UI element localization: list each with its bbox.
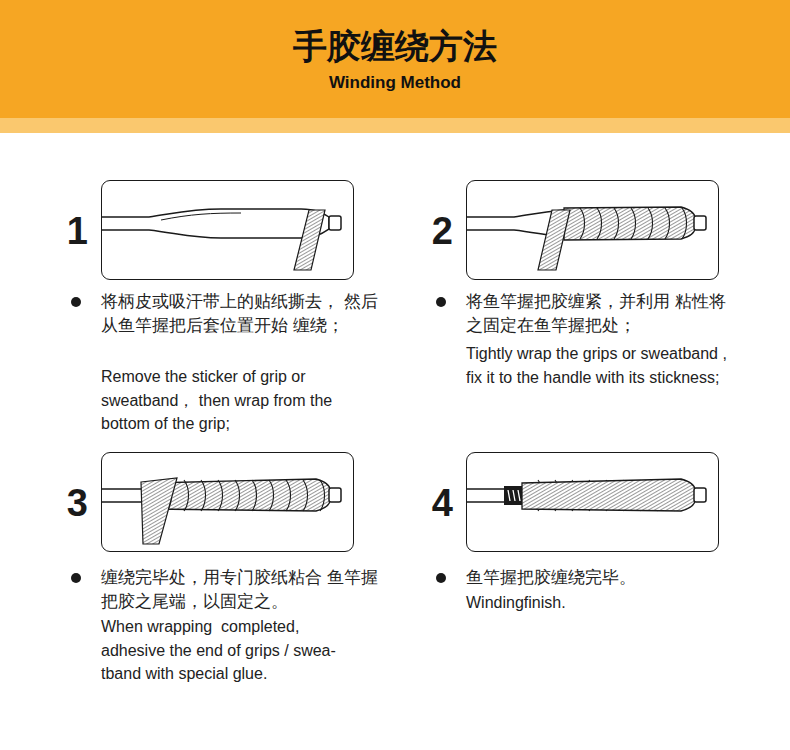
step-number: 2 [432,210,453,253]
step-text-zh: 将鱼竿握把胶缠紧，并利用 粘性将之固定在鱼竿握把处； [466,290,728,338]
wrap-segments [167,480,325,511]
step-text-en: Remove the sticker of grip or sweatband，… [101,365,363,436]
wrap-segments [580,208,687,239]
step-number: 4 [432,482,453,525]
step-text-en: When wrapping completed, adhesive the en… [101,615,363,686]
step-text-zh: 缠绕完毕处，用专门胶纸粘合 鱼竿握把胶之尾端，以固定之。 [101,566,393,614]
step-number: 3 [67,482,88,525]
page-subtitle: Winding Method [0,73,790,93]
step-text-zh: 鱼竿握把胶缠绕完毕。 [466,566,728,590]
header-stripe [0,118,790,133]
step-text-en: Windingfinish. [466,591,728,615]
step-text-en: Tightly wrap the grips or sweatband , fi… [466,342,736,389]
bullet-dots [71,297,446,583]
step-panel: 3 [101,452,354,552]
rod-handle-finished [466,479,706,511]
page-title: 手胶缠绕方法 [0,24,790,68]
step-panel: 1 [101,180,354,280]
step-panel: 4 [466,452,719,552]
rod-handle-half-wrapped [466,207,706,270]
step-number: 1 [67,210,88,253]
rod-handle-wrapped [101,478,341,544]
step-panel: 2 [466,180,719,280]
step-text-zh: 将柄皮或吸汗带上的贴纸撕去， 然后从鱼竿握把后套位置开始 缠绕； [101,290,393,338]
rod-handle-plain [101,209,341,270]
